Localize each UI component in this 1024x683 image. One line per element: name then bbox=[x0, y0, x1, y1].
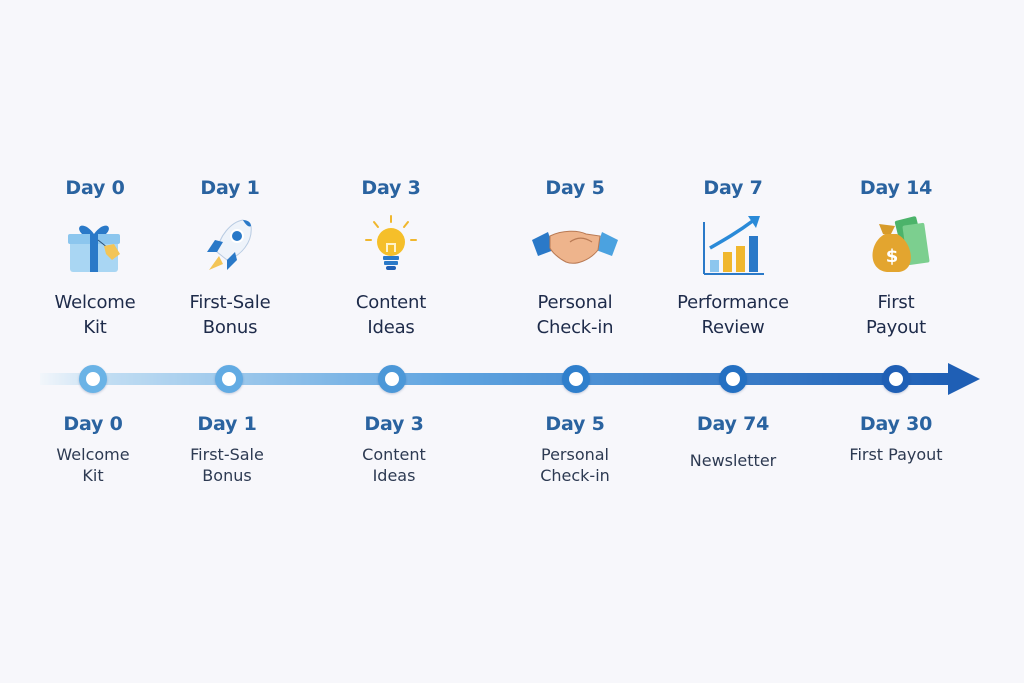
gift-box-icon bbox=[20, 208, 170, 286]
timeline-node-6 bbox=[882, 365, 910, 393]
milestone-bottom-day5: Day 5 Personal Check-in bbox=[500, 410, 650, 486]
timeline-node-2 bbox=[215, 365, 243, 393]
timeline-node-3 bbox=[378, 365, 406, 393]
day-label: Day 5 bbox=[545, 177, 605, 199]
milestone-label-line1: Personal bbox=[540, 445, 609, 464]
milestone-label-line1: Welcome bbox=[56, 445, 130, 464]
day-label: Day 5 bbox=[545, 413, 605, 435]
day-label: Day 1 bbox=[200, 177, 260, 199]
milestone-title-line1: First bbox=[877, 292, 915, 313]
timeline-node-4 bbox=[562, 365, 590, 393]
milestone-top-day7: Day 7 Performance Review bbox=[658, 174, 808, 340]
money-bag-icon: $ bbox=[821, 208, 971, 286]
day-label: Day 3 bbox=[361, 177, 421, 199]
milestone-top-day0: Day 0 Welcome Kit bbox=[20, 174, 170, 340]
timeline-bar bbox=[40, 363, 980, 395]
milestone-title-line2: Check-in bbox=[536, 317, 614, 338]
day-label: Day 0 bbox=[65, 177, 125, 199]
svg-text:$: $ bbox=[886, 246, 899, 267]
handshake-icon bbox=[500, 208, 650, 286]
milestone-top-day14: Day 14 $ First Payout bbox=[821, 174, 971, 340]
day-label: Day 1 bbox=[197, 413, 257, 435]
milestone-title-line2: Bonus bbox=[202, 317, 258, 338]
milestone-bottom-day74: Day 74 Newsletter bbox=[658, 410, 808, 471]
milestone-title-line1: Content bbox=[355, 292, 427, 313]
arrow-right-icon bbox=[948, 363, 980, 395]
milestone-title-line1: Performance bbox=[677, 292, 789, 313]
milestone-top-day1: Day 1 First-Sale Bonus bbox=[155, 174, 305, 340]
milestone-label-line1: Newsletter bbox=[689, 451, 777, 470]
milestone-bottom-day0: Day 0 Welcome Kit bbox=[18, 410, 168, 486]
milestone-title-line1: Welcome bbox=[54, 292, 136, 313]
lightbulb-icon bbox=[316, 208, 466, 286]
rocket-icon bbox=[155, 208, 305, 286]
milestone-top-day3: Day 3 Content Ideas bbox=[316, 174, 466, 340]
milestone-bottom-day1: Day 1 First-Sale Bonus bbox=[152, 410, 302, 486]
milestone-label-line2: Kit bbox=[82, 466, 104, 485]
milestone-title-line2: Review bbox=[701, 317, 765, 338]
timeline-node-1 bbox=[79, 365, 107, 393]
milestone-bottom-day30: Day 30 First Payout bbox=[821, 410, 971, 465]
day-label: Day 7 bbox=[703, 177, 763, 199]
milestone-title-line2: Ideas bbox=[367, 317, 415, 338]
milestone-label-line2: Ideas bbox=[372, 466, 416, 485]
milestone-label-line2: Check-in bbox=[540, 466, 610, 485]
milestone-label-line1: First Payout bbox=[849, 445, 943, 464]
day-label: Day 3 bbox=[364, 413, 424, 435]
day-label: Day 74 bbox=[696, 413, 770, 435]
milestone-top-day5: Day 5 Personal Check-in bbox=[500, 174, 650, 340]
milestone-title-line2: Kit bbox=[83, 317, 107, 338]
milestone-title-line2: Payout bbox=[865, 317, 926, 338]
milestone-title-line1: First-Sale bbox=[189, 292, 271, 313]
milestone-label-line2: Bonus bbox=[202, 466, 252, 485]
milestone-title-line1: Personal bbox=[537, 292, 613, 313]
day-label: Day 0 bbox=[63, 413, 123, 435]
day-label: Day 30 bbox=[859, 413, 933, 435]
milestone-bottom-day3: Day 3 Content Ideas bbox=[319, 410, 469, 486]
growth-chart-icon bbox=[658, 208, 808, 286]
milestone-label-line1: Content bbox=[362, 445, 426, 464]
timeline-track bbox=[0, 360, 1024, 400]
timeline-node-5 bbox=[719, 365, 747, 393]
milestone-label-line1: First-Sale bbox=[190, 445, 264, 464]
day-label: Day 14 bbox=[859, 177, 933, 199]
